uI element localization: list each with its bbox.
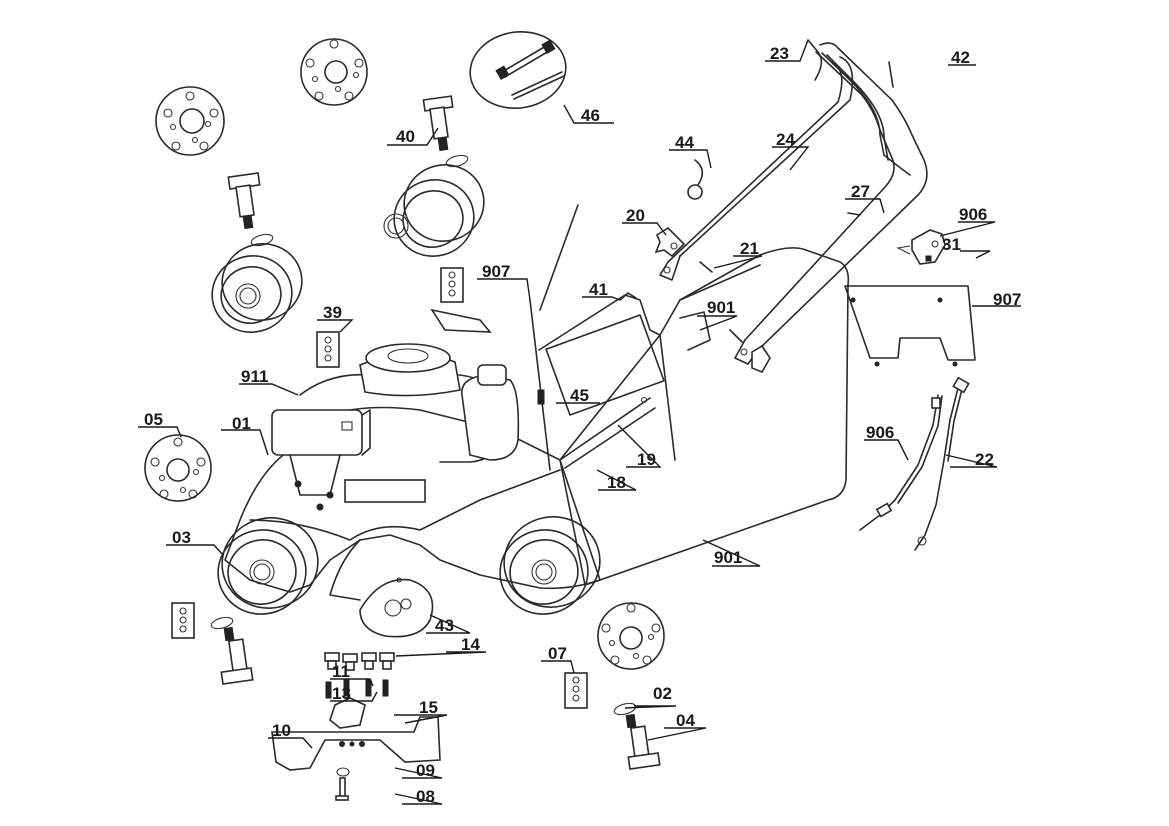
grass-catcher — [538, 247, 850, 586]
label-01: 01 — [232, 414, 251, 433]
part-labels: 23 42 46 40 44 24 27 20 906 21 31 907 90… — [144, 44, 1021, 806]
switch-906 — [896, 229, 946, 265]
label-24: 24 — [776, 130, 795, 149]
knob-20 — [654, 226, 686, 258]
label-14: 14 — [461, 635, 480, 654]
label-31: 31 — [942, 235, 961, 254]
nut-31 — [925, 255, 932, 262]
hub-cap-bottom-right — [597, 602, 665, 670]
label-906-upper: 906 — [959, 205, 987, 224]
axle-bolt-04 — [613, 702, 661, 770]
label-02: 02 — [653, 684, 672, 703]
label-901-lower: 901 — [714, 548, 742, 567]
label-18: 18 — [607, 473, 626, 492]
label-44: 44 — [675, 133, 694, 152]
adjust-plate-bottom-left — [171, 602, 195, 639]
label-21: 21 — [740, 239, 759, 258]
control-bar-23 — [807, 39, 911, 176]
label-23: 23 — [770, 44, 789, 63]
leader-lines — [138, 39, 1021, 805]
label-43: 43 — [435, 616, 454, 635]
label-20: 20 — [626, 206, 645, 225]
label-05: 05 — [144, 410, 163, 429]
label-901-upper: 901 — [707, 298, 735, 317]
cable-tie-42 — [888, 61, 894, 88]
label-07: 07 — [548, 644, 567, 663]
blade-adaptor-43 — [359, 577, 434, 638]
detail-callout-46 — [469, 30, 567, 110]
bolt-21 — [699, 261, 713, 273]
bolt-08 — [335, 777, 349, 801]
cable-906 — [859, 394, 943, 531]
label-04: 04 — [676, 711, 695, 730]
label-42: 42 — [951, 48, 970, 67]
label-27: 27 — [851, 182, 870, 201]
screws-11-13 — [325, 679, 389, 699]
engine-911 — [271, 308, 501, 511]
label-19: 19 — [637, 450, 656, 469]
pin-27 — [847, 212, 861, 216]
label-46: 46 — [581, 106, 600, 125]
label-08: 08 — [416, 787, 435, 806]
throttle-rod — [529, 204, 579, 471]
axle-bolt-top-left — [227, 172, 274, 247]
rear-flap-plate — [844, 285, 976, 367]
label-10: 10 — [272, 721, 291, 740]
blade-holder-15 — [329, 697, 366, 729]
hub-cap-top-left — [155, 86, 225, 156]
label-09: 09 — [416, 761, 435, 780]
label-15: 15 — [419, 698, 438, 717]
bolt-901-upper — [729, 329, 743, 343]
washer-09 — [336, 767, 350, 777]
axle-bolt-bottom-left — [210, 616, 254, 685]
hub-cap-05 — [144, 434, 212, 502]
label-907-right: 907 — [993, 290, 1021, 309]
label-39: 39 — [323, 303, 342, 322]
catcher-hanger-41 — [619, 292, 637, 301]
label-911: 911 — [241, 367, 268, 386]
label-22: 22 — [975, 450, 994, 469]
adjust-plate-39 — [316, 331, 340, 368]
hub-cap-top-center — [300, 38, 368, 106]
pin-44 — [687, 159, 704, 200]
adjust-plate-upper — [440, 267, 464, 303]
wheel-top-left — [211, 243, 303, 333]
mower-deck — [224, 406, 601, 601]
label-03: 03 — [172, 528, 191, 547]
label-11: 11 — [332, 662, 350, 681]
label-907-left: 907 — [482, 262, 510, 281]
deck-wheel-front — [217, 517, 319, 615]
label-13: 13 — [332, 684, 351, 703]
cable-22 — [914, 376, 970, 551]
wheel-bushes-14 — [324, 652, 395, 671]
label-45: 45 — [570, 386, 589, 405]
label-40: 40 — [396, 127, 415, 146]
axle-bolt-40 — [422, 95, 469, 168]
blade-10 — [271, 716, 441, 771]
deck-wheel-rear — [499, 516, 601, 615]
label-41: 41 — [589, 280, 608, 299]
label-906-lower: 906 — [866, 423, 894, 442]
adjust-plate-07 — [564, 672, 588, 709]
wheel-upper-center — [383, 164, 485, 257]
handle-clamp — [751, 344, 771, 374]
fuel-tank — [461, 364, 520, 461]
